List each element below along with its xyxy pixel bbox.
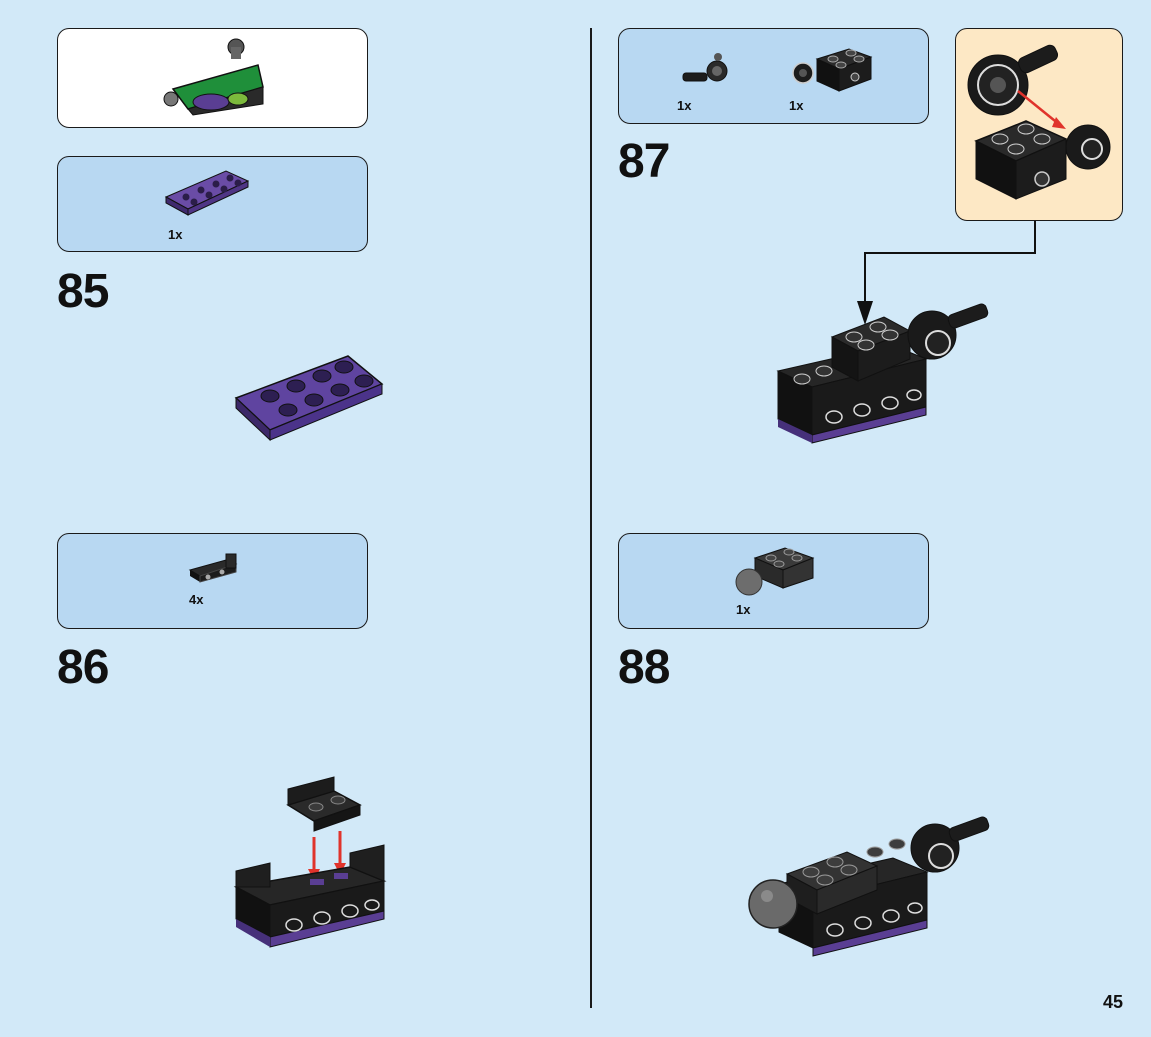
- part-quantity: 4x: [189, 592, 204, 607]
- brick-with-ball-part-icon: [735, 547, 815, 596]
- step-87-build-image: [776, 303, 989, 444]
- callout-assembly-image: [967, 44, 1111, 200]
- black-ball-joint-part-icon: [682, 53, 728, 82]
- step-88-build-image: [748, 816, 990, 957]
- step-number: 87: [618, 135, 670, 188]
- step-88-parts-panel: 1x: [618, 533, 929, 629]
- green-submodel-image: [163, 38, 264, 116]
- part-quantity: 1x: [789, 98, 804, 113]
- step-86-parts-panel: 4x: [57, 533, 368, 629]
- black-brick-with-socket-part-icon: [792, 48, 873, 92]
- step-number: 85: [57, 265, 109, 318]
- part-quantity: 1x: [736, 602, 751, 617]
- part-quantity: 1x: [168, 227, 183, 242]
- page-number: 45: [1102, 992, 1123, 1012]
- step-86-build-image: [233, 776, 387, 948]
- step-87-callout-panel: [955, 28, 1123, 221]
- purple-plate-2x4-part-icon: [164, 170, 250, 216]
- step-number: 88: [618, 641, 670, 694]
- step-85-parts-panel: 1x: [57, 156, 368, 252]
- part-quantity: 1x: [677, 98, 692, 113]
- step-87-parts-panel: 1x 1x: [618, 28, 929, 124]
- submodel-preview-panel: [57, 28, 368, 128]
- page-divider: [590, 28, 592, 1008]
- callout-connector-arrow: [857, 221, 1036, 325]
- step-85-build-image: [234, 355, 384, 442]
- black-bracket-part-icon: [188, 553, 238, 583]
- step-number: 86: [57, 641, 109, 694]
